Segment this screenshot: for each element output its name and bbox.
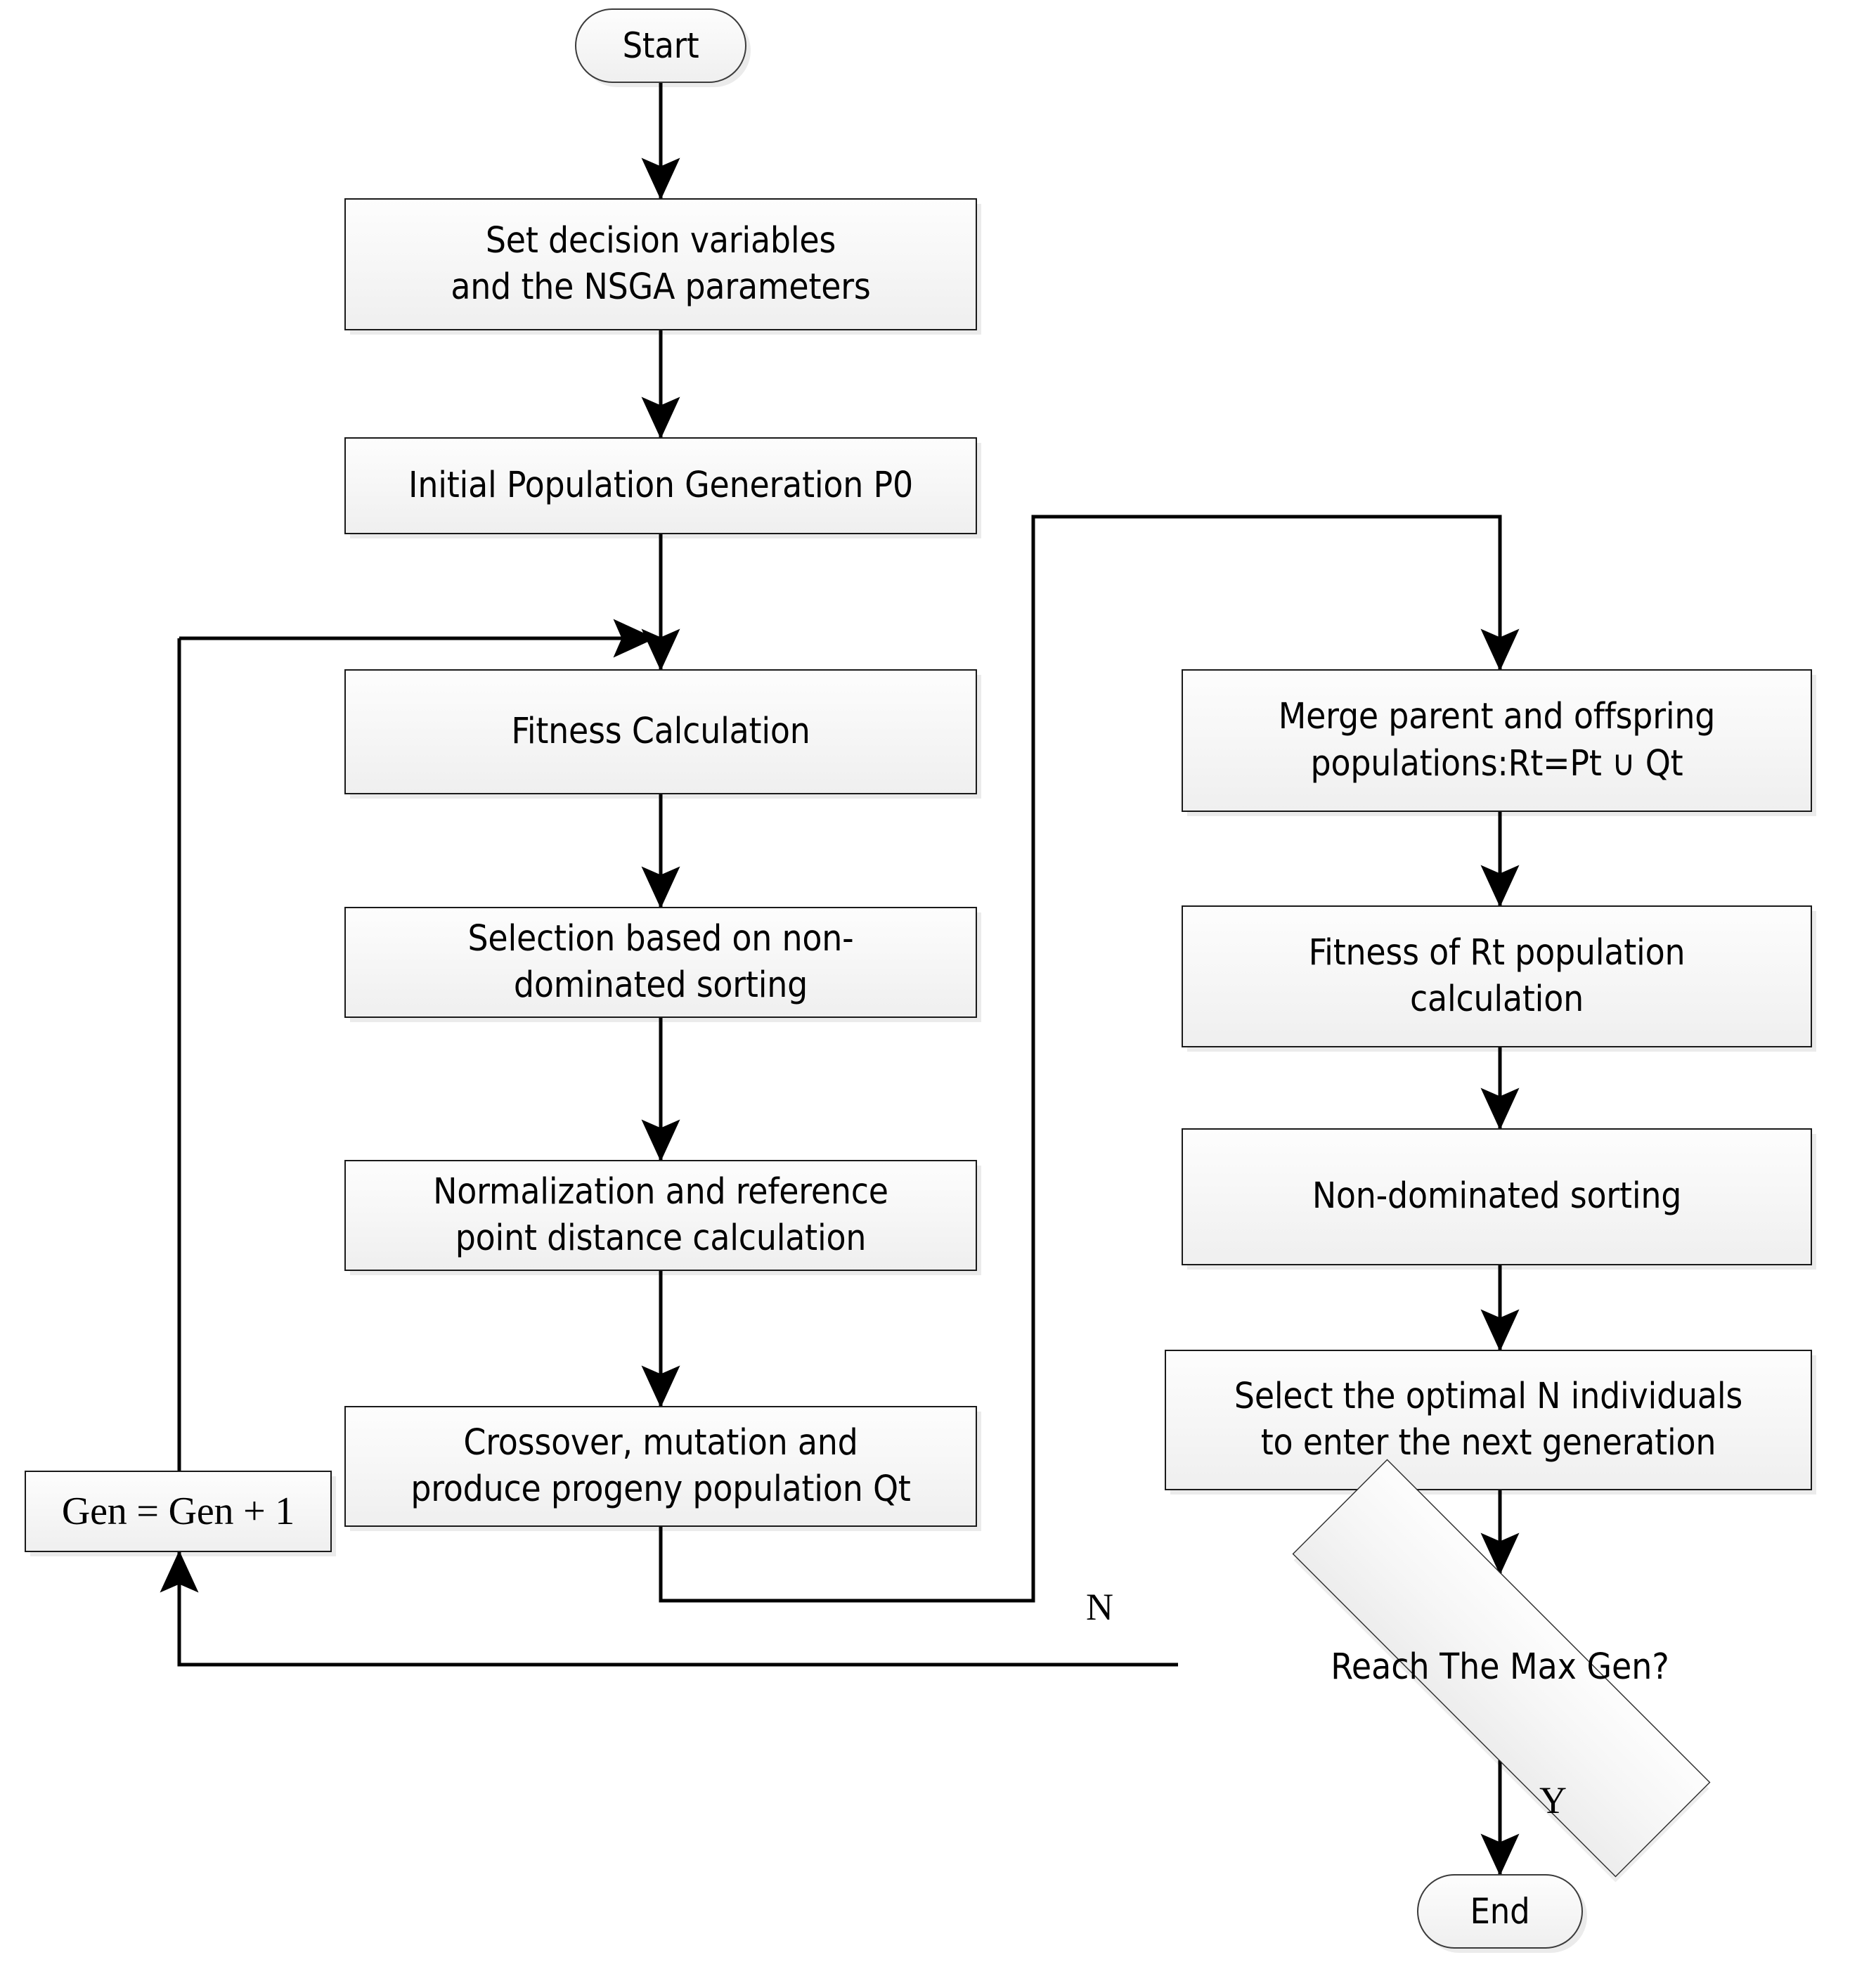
node-end-label: End — [1470, 1890, 1530, 1932]
node-normalization[interactable]: Normalization and reference point distan… — [344, 1160, 977, 1271]
node-fitness-calculation-label: Fitness Calculation — [511, 710, 810, 752]
node-fitness-rt-population-label: Fitness of Rt population calculation — [1308, 931, 1686, 1020]
node-select-optimal-individuals-label: Select the optimal N individuals to ente… — [1234, 1375, 1743, 1464]
node-gen-increment-label: Gen = Gen + 1 — [61, 1489, 295, 1533]
node-gen-increment[interactable]: Gen = Gen + 1 — [25, 1471, 332, 1552]
node-crossover-mutation-label: Crossover, mutation and produce progeny … — [410, 1421, 911, 1510]
edge-label-no-text: N — [1086, 1586, 1113, 1628]
node-crossover-mutation[interactable]: Crossover, mutation and produce progeny … — [344, 1406, 977, 1527]
node-set-decision-variables-label: Set decision variables and the NSGA para… — [451, 219, 871, 308]
edge-label-yes: Y — [1539, 1779, 1567, 1822]
node-initial-population-label: Initial Population Generation P0 — [408, 464, 913, 506]
node-reach-max-gen-label: Reach The Max Gen? — [1331, 1646, 1669, 1688]
edge-decision-no-to-gen — [160, 1550, 1178, 1667]
node-selection-non-dominated[interactable]: Selection based on non- dominated sortin… — [344, 907, 977, 1018]
node-normalization-label: Normalization and reference point distan… — [433, 1170, 888, 1259]
node-end[interactable]: End — [1417, 1874, 1583, 1949]
node-fitness-calculation[interactable]: Fitness Calculation — [344, 669, 977, 794]
node-non-dominated-sorting[interactable]: Non-dominated sorting — [1182, 1128, 1812, 1265]
node-reach-max-gen-decision[interactable]: Reach The Max Gen? — [1178, 1459, 1822, 1878]
node-non-dominated-sorting-label: Non-dominated sorting — [1312, 1175, 1682, 1218]
node-merge-populations-label: Merge parent and offspring populations:R… — [1278, 696, 1716, 785]
node-start-label: Start — [622, 25, 699, 66]
node-initial-population[interactable]: Initial Population Generation P0 — [344, 437, 977, 534]
node-set-decision-variables[interactable]: Set decision variables and the NSGA para… — [344, 198, 977, 330]
edge-label-no: N — [1086, 1585, 1113, 1629]
node-fitness-rt-population[interactable]: Fitness of Rt population calculation — [1182, 905, 1812, 1047]
node-start[interactable]: Start — [575, 8, 746, 83]
node-merge-populations[interactable]: Merge parent and offspring populations:R… — [1182, 669, 1812, 812]
node-select-optimal-individuals[interactable]: Select the optimal N individuals to ente… — [1165, 1350, 1812, 1490]
edge-label-yes-text: Y — [1539, 1779, 1567, 1821]
node-selection-non-dominated-label: Selection based on non- dominated sortin… — [467, 917, 854, 1006]
